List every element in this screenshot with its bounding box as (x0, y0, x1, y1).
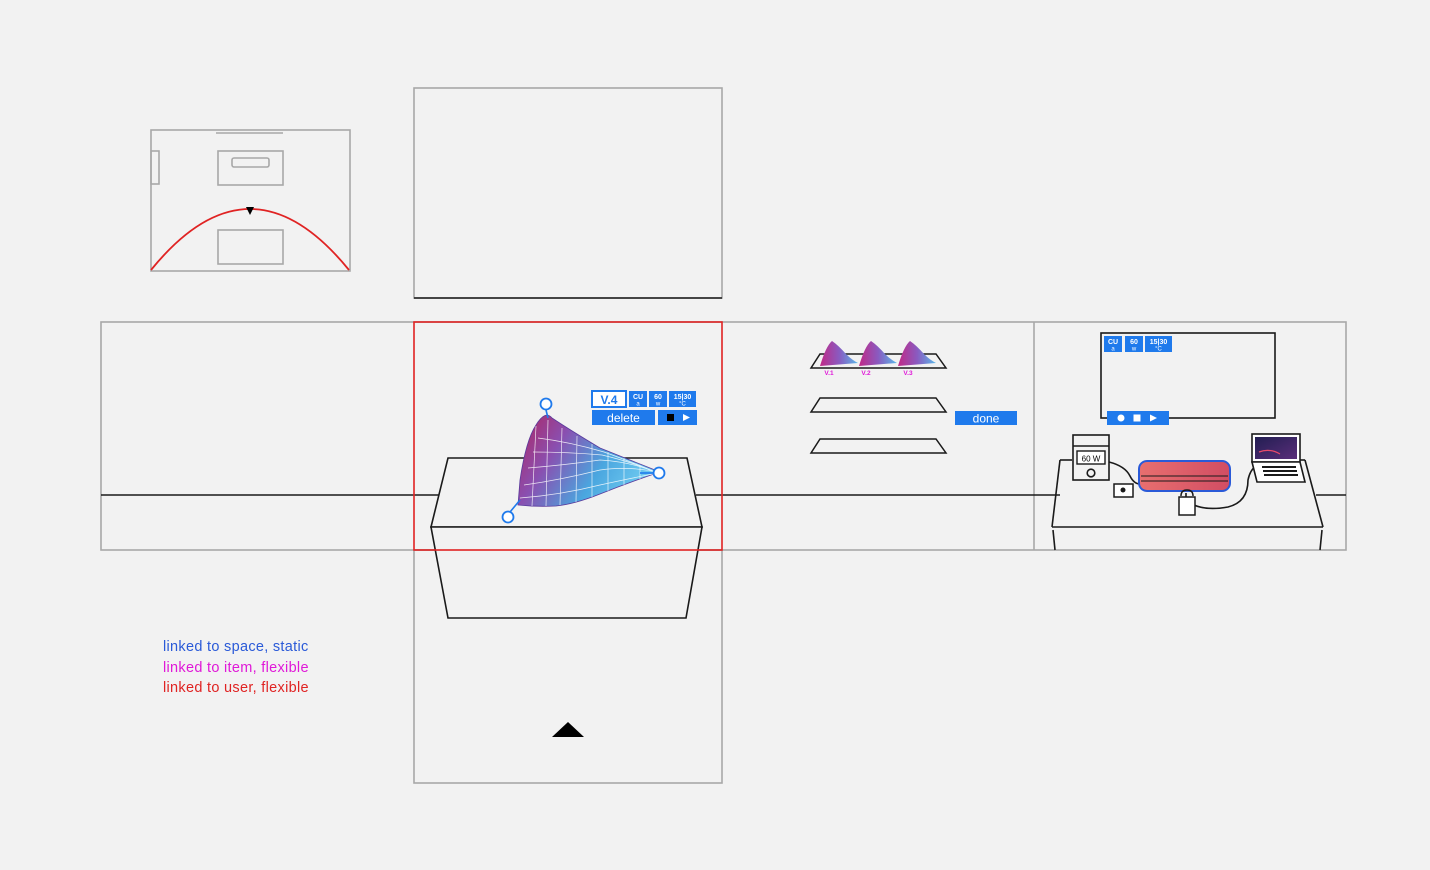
svg-text:°C: °C (1155, 347, 1162, 353)
delete-button[interactable] (592, 410, 655, 425)
resize-handle-right[interactable] (652, 466, 666, 480)
svg-text:V.2: V.2 (861, 370, 871, 377)
cables (1108, 461, 1257, 510)
stop-icon[interactable] (1133, 414, 1141, 422)
user-view-frame (413, 321, 723, 551)
version-thumbnail-2[interactable]: V.2 (859, 341, 897, 377)
version-tag[interactable] (591, 390, 627, 408)
svg-text:w: w (1131, 347, 1137, 353)
legend-item-flexible: linked to item, flexible (163, 659, 309, 676)
laptop-icon (1250, 433, 1307, 483)
power-supply: 60 W (1072, 434, 1110, 481)
playback-controls[interactable] (658, 410, 697, 425)
delete-label: delete (607, 411, 640, 425)
flask-icon (1178, 489, 1196, 516)
resize-handle-left[interactable] (501, 510, 515, 524)
svg-text:15|30: 15|30 (1150, 339, 1168, 346)
chip-current (629, 391, 647, 407)
legend: linked to space, static linked to item, … (163, 637, 309, 699)
resize-handle-top[interactable] (539, 397, 553, 411)
monitor-chip-power (1125, 336, 1143, 352)
svg-text:CU: CU (633, 394, 643, 401)
stop-icon[interactable] (667, 414, 674, 421)
plot-control-widget: V.4 CU a 60 w 15|30 °C delete (591, 390, 697, 425)
overview-map (150, 129, 351, 272)
done-label: done (973, 412, 1000, 426)
version-shelves: V.1 V.2 V.3 (809, 341, 948, 454)
version-thumbnail-1[interactable]: V.1 (820, 341, 858, 377)
done-button[interactable] (955, 411, 1017, 425)
user-position-marker (552, 722, 584, 737)
chip-power (649, 391, 667, 407)
svg-text:°C: °C (679, 402, 686, 408)
surface-plot[interactable] (501, 397, 666, 524)
svg-text:V.3: V.3 (903, 370, 913, 377)
svg-text:w: w (655, 402, 661, 408)
legend-space-static: linked to space, static (163, 639, 309, 655)
wall-monitor: CU a 60 w 15|30 °C (1100, 332, 1276, 425)
play-icon[interactable] (1150, 414, 1157, 422)
sensor-module (1113, 483, 1134, 498)
view-arc (150, 208, 350, 271)
room-unfolded (100, 87, 1347, 784)
monitor-chip-temperature (1145, 336, 1172, 352)
svg-text:a: a (636, 402, 640, 408)
svg-text:60: 60 (654, 394, 662, 401)
svg-text:60: 60 (1130, 339, 1138, 346)
play-icon[interactable] (683, 414, 690, 421)
svg-text:V.1: V.1 (824, 370, 834, 377)
chip-temperature (669, 391, 696, 407)
version-label: V.4 (601, 393, 618, 407)
svg-text:CU: CU (1108, 339, 1118, 346)
version-thumbnail-3[interactable]: V.3 (898, 341, 936, 377)
lab-table (1051, 459, 1324, 551)
viewer-position-marker (246, 207, 254, 215)
power-supply-readout: 60 W (1082, 455, 1101, 464)
legend-user-flexible: linked to user, flexible (163, 680, 309, 696)
svg-text:15|30: 15|30 (674, 394, 692, 401)
monitor-chip-current (1104, 336, 1122, 352)
record-icon[interactable] (1117, 414, 1125, 422)
svg-text:a: a (1111, 347, 1115, 353)
heater-tube (1138, 460, 1231, 492)
